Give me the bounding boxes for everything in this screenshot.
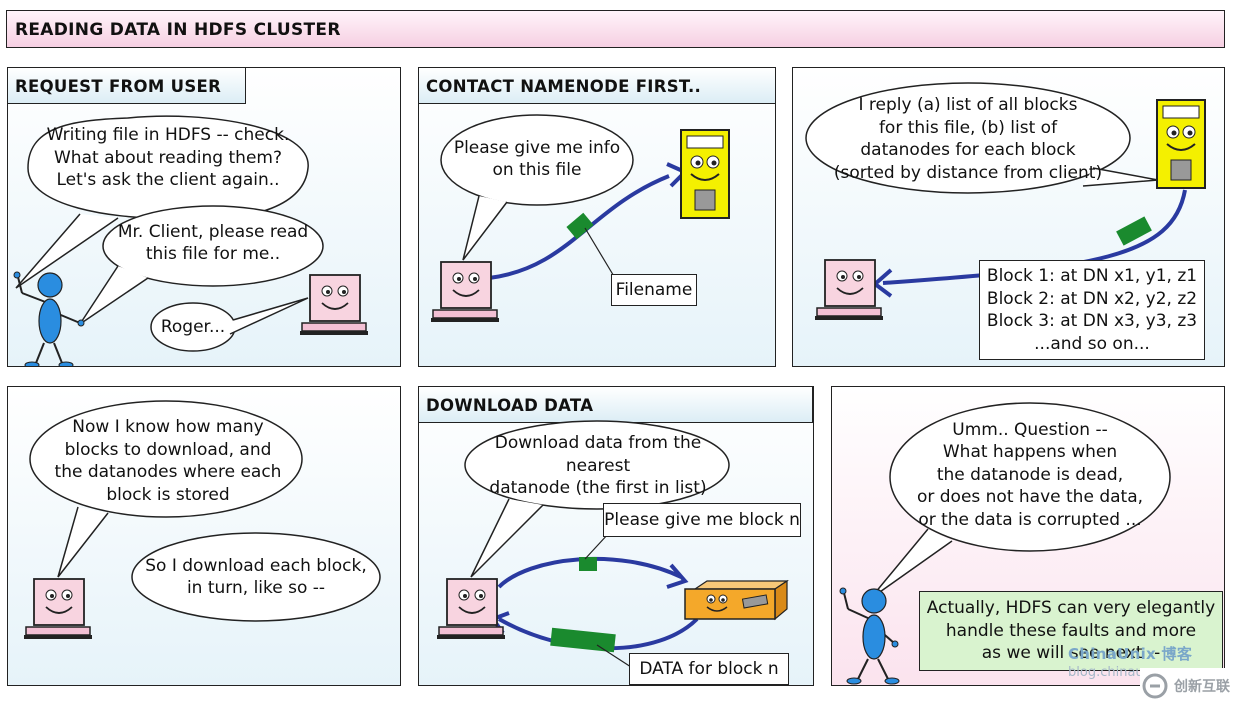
filename-label: Filename xyxy=(611,274,697,306)
user-person-icon xyxy=(13,271,85,366)
client-laptop-icon xyxy=(24,578,92,639)
panel-title: REQUEST FROM USER xyxy=(8,68,246,104)
page-title: READING DATA IN HDFS CLUSTER xyxy=(6,10,1225,48)
namenode-server-icon xyxy=(680,129,730,219)
panel-art xyxy=(464,420,730,668)
watermark-blog-url: blog.chinau xyxy=(1068,665,1144,680)
client-laptop-icon xyxy=(431,261,499,322)
speech-bubble-client-reply: Roger... xyxy=(160,316,226,337)
watermark-chinaunix: ChinaUnix 博客 xyxy=(1068,645,1193,663)
panel-art xyxy=(805,82,1187,298)
namenode-server-icon xyxy=(1156,99,1206,189)
panel-title: CONTACT NAMENODE FIRST.. xyxy=(419,68,775,104)
panel-request-from-user: REQUEST FROM USER Writing file in HDFS -… xyxy=(7,67,401,367)
client-laptop-icon xyxy=(300,274,368,335)
block-data-label: DATA for block n xyxy=(629,653,789,685)
client-laptop-icon xyxy=(437,578,505,639)
panel-contact-namenode: CONTACT NAMENODE FIRST.. Please give me … xyxy=(418,67,776,367)
watermark-brand: 创新互联 xyxy=(1140,668,1238,704)
brand-text: 创新互联 xyxy=(1174,679,1230,695)
panel-download-data: DOWNLOAD DATA Download data from the nea… xyxy=(418,386,814,686)
panel-art xyxy=(15,115,324,352)
panel-art xyxy=(869,402,1171,600)
datanode-server-icon xyxy=(684,579,789,621)
client-laptop-icon xyxy=(815,259,883,320)
speech-bubble-user: Writing file in HDFS -- check.What about… xyxy=(46,125,290,191)
block-request-label: Please give me block n xyxy=(603,503,801,537)
panel-art xyxy=(440,114,689,280)
speech-bubble-client-download: So I download each block,in turn, like s… xyxy=(145,555,367,599)
panel-art xyxy=(29,400,381,622)
brand-logo-icon xyxy=(1142,673,1168,699)
user-person-icon xyxy=(839,587,900,685)
